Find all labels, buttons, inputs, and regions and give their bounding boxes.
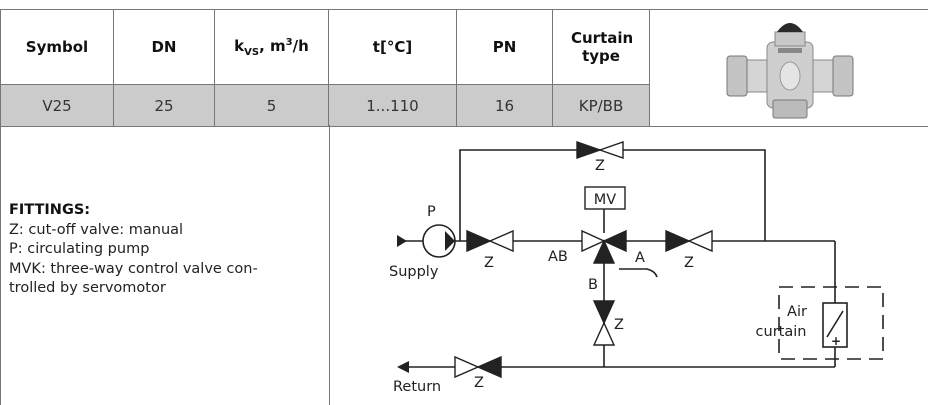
header-kvs-unit: , m: [259, 37, 286, 55]
header-kvs: kVS, m3/h: [215, 10, 329, 85]
valve-z-top-left-icon: [577, 142, 600, 158]
value-curtain-type: KP/BB: [553, 85, 650, 127]
header-kvs-sub: VS: [244, 47, 259, 58]
fittings-line: MVK: three-way control valve con-: [9, 260, 258, 280]
header-curtain-type-text: Curtain type: [571, 29, 631, 65]
header-temperature: t[°C]: [329, 10, 457, 85]
valve-z-return-icon: [478, 357, 501, 377]
air-label: Air: [787, 304, 807, 320]
header-dn: DN: [114, 10, 215, 85]
valve-z-supply-label: Z: [484, 255, 494, 271]
valve-z-return-label: Z: [474, 375, 484, 391]
supply-arrow-icon: [397, 235, 407, 247]
valve-z-top-label: Z: [595, 158, 605, 174]
valve-z-right-open-icon: [689, 231, 712, 251]
spec-table: Symbol DN kVS, m3/h t[°C] PN Curtain typ…: [0, 9, 928, 127]
value-pn: 16: [457, 85, 553, 127]
valve-z-right-icon: [666, 231, 689, 251]
curtain-label: curtain: [756, 324, 807, 340]
value-temperature: 1...110: [329, 85, 457, 127]
fittings-line: P: circulating pump: [9, 240, 258, 260]
header-curtain-type: Curtain type: [553, 10, 650, 85]
pump-label: P: [427, 204, 436, 220]
hydraulic-diagram: MV P Supply Return Z Z Z Z Z AB A B Air …: [329, 125, 928, 396]
valve-z-top-right-icon: [600, 142, 623, 158]
fittings-line: trolled by servomotor: [9, 279, 258, 299]
valve-z-return-open-icon: [455, 357, 478, 377]
valve-z-b-icon: [594, 301, 614, 323]
header-kvs-sup: 3: [286, 37, 293, 48]
valve-z-supply-icon: [467, 231, 490, 251]
port-b-label: B: [588, 277, 598, 293]
valve-photo-cell: [650, 10, 928, 127]
header-kvs-k: k: [234, 37, 244, 55]
fittings-title: FITTINGS:: [9, 201, 258, 221]
port-a-label: A: [635, 250, 645, 266]
flow-indicator: [619, 269, 657, 277]
valve-photo: [725, 12, 855, 120]
fittings-legend: FITTINGS: Z: cut-off valve: manual P: ci…: [9, 201, 258, 299]
port-ab-label: AB: [548, 249, 568, 265]
valve-z-b-open-icon: [594, 323, 614, 345]
return-label: Return: [393, 379, 441, 395]
fittings-line: Z: cut-off valve: manual: [9, 221, 258, 241]
valve-z-supply-open-icon: [490, 231, 513, 251]
valve-z-b-label: Z: [614, 317, 624, 333]
mv-label: MV: [594, 192, 617, 208]
value-dn: 25: [114, 85, 215, 127]
heater-plus-icon: +: [831, 334, 841, 348]
value-kvs: 5: [215, 85, 329, 127]
return-arrow-icon: [397, 361, 409, 373]
header-row: Symbol DN kVS, m3/h t[°C] PN Curtain typ…: [1, 10, 928, 85]
header-pn: PN: [457, 10, 553, 85]
valve-z-right-label: Z: [684, 255, 694, 271]
supply-label: Supply: [389, 264, 439, 280]
header-symbol: Symbol: [1, 10, 114, 85]
value-symbol: V25: [1, 85, 114, 127]
header-kvs-tail: /h: [293, 37, 309, 55]
fittings-cell: FITTINGS: Z: cut-off valve: manual P: ci…: [0, 125, 330, 405]
